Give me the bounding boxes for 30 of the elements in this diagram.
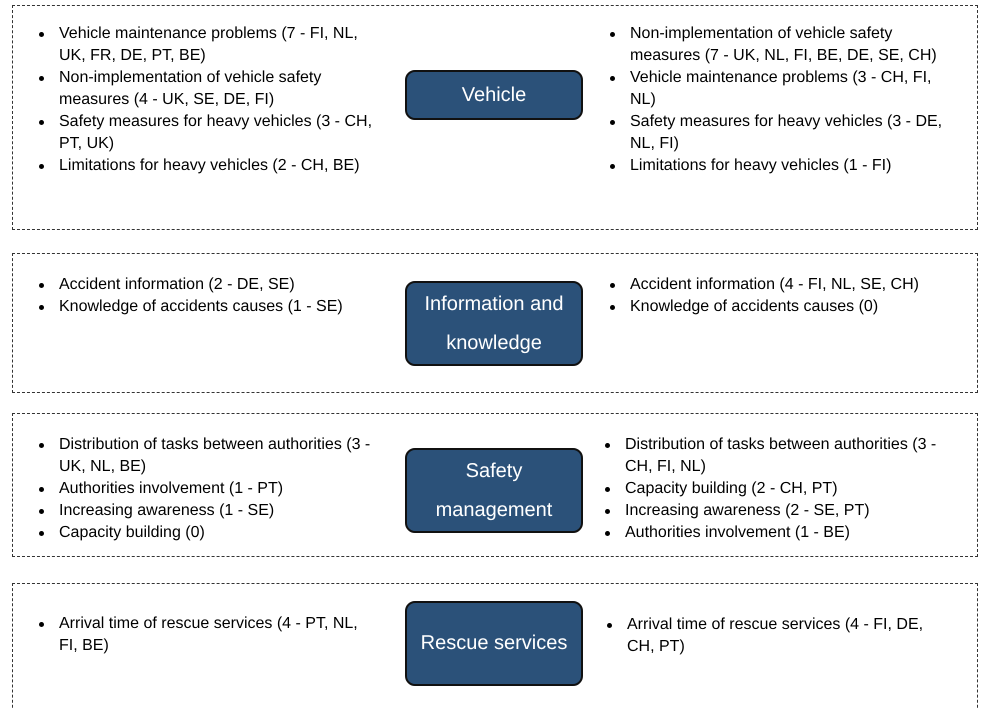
bullet-text: Arrival time of rescue services (4 - FI, DE, CH, PT) xyxy=(627,616,924,655)
bullet-text: Non-implementation of vehicle safety measures (4 - UK, SE, DE, FI) xyxy=(59,69,322,108)
dashed-panel xyxy=(12,5,978,230)
bullet-text: Increasing awareness (1 - SE) xyxy=(59,502,274,519)
bullet-text: Knowledge of accidents causes (1 - SE) xyxy=(59,298,343,315)
bullet-text: Limitations for heavy vehicles (2 - CH, BE) xyxy=(59,157,360,174)
bullet-text: Accident information (2 - DE, SE) xyxy=(59,276,295,293)
bullet-text: Capacity building (2 - CH, PT) xyxy=(625,480,838,497)
bullet-text: Authorities involvement (1 - PT) xyxy=(59,480,284,497)
dashed-panel xyxy=(12,253,978,393)
bullet-text: Increasing awareness (2 - SE, PT) xyxy=(625,502,870,519)
bullet-text: Safety measures for heavy vehicles (3 - CH, PT, UK) xyxy=(59,113,372,152)
bullet-text: Knowledge of accidents causes (0) xyxy=(630,298,878,315)
bullet-text: Arrival time of rescue services (4 - PT, NL, FI, BE) xyxy=(59,615,358,654)
bullet-text: Safety measures for heavy vehicles (3 - DE, NL, FI) xyxy=(630,113,942,152)
bullet-text: Accident information (4 - FI, NL, SE, CH) xyxy=(630,276,919,293)
bullet-text: Non-implementation of vehicle safety measures (7 - UK, NL, FI, BE, DE, SE, CH) xyxy=(630,25,937,64)
dashed-panel xyxy=(12,583,978,709)
bullet-text: Distribution of tasks between authorities (3 - CH, FI, NL) xyxy=(625,436,936,475)
dashed-panel xyxy=(12,413,978,557)
bullet-text: Vehicle maintenance problems (3 - CH, FI, NL) xyxy=(630,69,932,108)
bullet-text: Authorities involvement (1 - BE) xyxy=(625,524,850,541)
bullet-text: Vehicle maintenance problems (7 - FI, NL, UK, FR, DE, PT, BE) xyxy=(59,25,358,64)
bullet-text: Limitations for heavy vehicles (1 - FI) xyxy=(630,157,892,174)
category-box: Vehicle xyxy=(405,70,583,120)
category-box: Rescue services xyxy=(405,601,583,686)
bullet-text: Distribution of tasks between authorities (3 - UK, NL, BE) xyxy=(59,436,370,475)
category-box: Information and knowledge xyxy=(405,281,583,366)
category-box: Safety management xyxy=(405,448,583,533)
bullet-text: Capacity building (0) xyxy=(59,524,205,541)
